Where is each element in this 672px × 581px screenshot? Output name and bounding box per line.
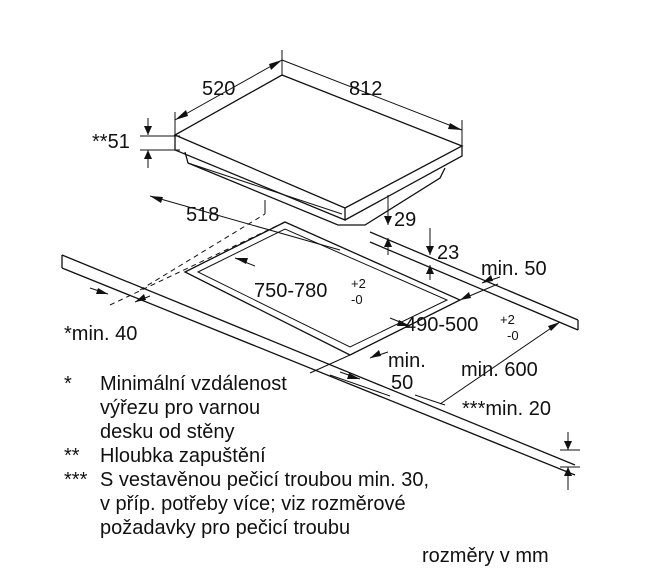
label-29: 29	[394, 209, 416, 231]
label-518: 518	[186, 204, 219, 226]
footnote-1: * Minimální vzdálenost	[64, 372, 429, 396]
label-min-600: min. 600	[461, 359, 538, 381]
footnote-1-line-1: Minimální vzdálenost	[100, 373, 287, 395]
dimension-518	[149, 195, 341, 251]
footnote-2-mark: **	[64, 445, 80, 467]
footnote-1-mark: *	[64, 373, 72, 395]
label-min-50-front-a: min.	[388, 350, 426, 372]
footnote-2-line-1: Hloubka zapuštění	[100, 445, 266, 467]
label-cutout-depth-tol-minus: -0	[507, 328, 519, 343]
footnote-3-cont-2: požadavky pro pečicí troubu	[64, 516, 429, 540]
countertop-front-top	[61, 254, 576, 466]
countertop-back-bottom	[369, 241, 579, 331]
label-min-50-right: min. 50	[481, 258, 547, 280]
label-cutout-depth-tol-plus: +2	[500, 312, 515, 327]
label-812: 812	[349, 78, 382, 100]
footnote-1-cont-2: desku od stěny	[64, 420, 429, 444]
cooktop-right-edge	[344, 146, 463, 221]
dimension-51	[140, 118, 180, 168]
label-cutout-length-tol-minus: -0	[351, 292, 363, 307]
footnote-1-line-3: desku od stěny	[100, 421, 235, 443]
dimension-min-50-front	[339, 350, 389, 380]
units-note: rozměry v mm	[422, 545, 549, 567]
label-520: 520	[202, 78, 235, 100]
cooktop-body	[184, 151, 446, 226]
countertop-back-top	[369, 231, 579, 321]
label-51: **51	[92, 131, 130, 153]
footnote-3-line-2: v příp. potřeby více; viz rozměrové	[100, 493, 406, 515]
footnote-1-line-2: výřezu pro varnou	[100, 397, 261, 419]
countertop-front-bottom	[61, 267, 576, 476]
dimension-cutout-length	[234, 257, 411, 327]
dimension-min-20	[414, 394, 580, 490]
label-cutout-length-tol-plus: +2	[351, 276, 366, 291]
label-min-50-front-b: 50	[391, 372, 413, 394]
dimension-520	[174, 50, 283, 135]
label-min-20: ***min. 20	[462, 398, 551, 420]
footnotes: * Minimální vzdálenost výřezu pro varnou…	[64, 372, 429, 540]
dimension-min-600	[329, 321, 561, 405]
dimension-cutout-depth	[309, 283, 499, 374]
label-cutout-length: 750-780	[254, 280, 327, 302]
cooktop-body-line	[187, 162, 343, 215]
footnote-3: *** S vestavěnou pečicí troubou min. 30,	[64, 468, 429, 492]
footnote-3-line-3: požadavky pro pečicí troubu	[100, 517, 351, 539]
label-cutout-depth: 490-500	[405, 314, 478, 336]
cutout-inner	[196, 228, 449, 348]
label-23: 23	[437, 242, 459, 264]
dimension-min-50-right	[481, 275, 501, 284]
label-min-40: *min. 40	[64, 323, 137, 345]
countertop	[61, 231, 579, 476]
footnote-3-cont-1: v příp. potřeby více; viz rozměrové	[64, 492, 429, 516]
dimension-min-40	[89, 287, 151, 303]
footnote-3-line-1: S vestavěnou pečicí troubou min. 30,	[100, 469, 430, 491]
dimension-812	[281, 59, 463, 146]
footnote-2: ** Hloubka zapuštění	[64, 444, 429, 468]
footnote-1-cont-1: výřezu pro varnou	[64, 396, 429, 420]
cooktop-front-edge	[174, 135, 346, 221]
footnote-3-mark: ***	[64, 469, 88, 491]
